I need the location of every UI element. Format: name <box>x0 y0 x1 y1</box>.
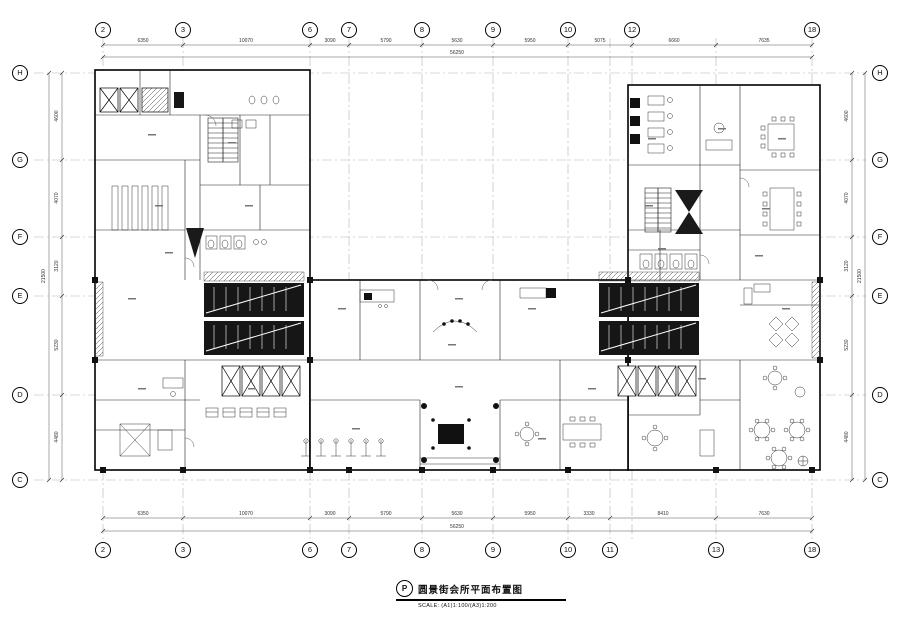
dimension-label: 5075 <box>594 38 606 44</box>
grid-column-marker-top: 7 <box>341 22 357 38</box>
dimension-label: 3090 <box>324 38 336 44</box>
dimension-total-label: 56250 <box>450 50 464 56</box>
dimension-label: 6350 <box>137 38 149 44</box>
title-row: P 圆景街会所平面布置图 <box>396 580 566 601</box>
dimension-total-label: 21500 <box>41 269 47 283</box>
dimension-label: 5950 <box>524 511 536 517</box>
grid-row-marker-right: F <box>872 229 888 245</box>
grid-column-marker-top: 3 <box>175 22 191 38</box>
dimension-label: 3120 <box>54 260 60 272</box>
escalator-core-right <box>598 271 700 355</box>
grid-column-marker-bottom: 2 <box>95 542 111 558</box>
dimension-label: 8410 <box>657 511 669 517</box>
dimension-label: 6350 <box>137 511 149 517</box>
dimension-label: 4600 <box>54 110 60 122</box>
grid-column-marker-top: 2 <box>95 22 111 38</box>
grid-row-marker-left: E <box>12 288 28 304</box>
grid-row-marker-right: H <box>872 65 888 81</box>
grid-row-marker-right: D <box>872 387 888 403</box>
grid-row-marker-right: G <box>872 152 888 168</box>
grid-column-marker-top: 9 <box>485 22 501 38</box>
stair-left <box>186 117 239 258</box>
elevator-top-left <box>99 87 184 113</box>
grid-column-marker-bottom: 6 <box>302 542 318 558</box>
grid-column-marker-bottom: 10 <box>560 542 576 558</box>
dimension-lines <box>46 42 868 534</box>
grid-row-marker-left: H <box>12 65 28 81</box>
grid-column-marker-top: 12 <box>624 22 640 38</box>
dimension-label: 3090 <box>324 511 336 517</box>
grid-column-marker-bottom: 11 <box>602 542 618 558</box>
grid-row-marker-left: F <box>12 229 28 245</box>
dimension-label: 5630 <box>451 38 463 44</box>
grid-row-marker-right: C <box>872 472 888 488</box>
elevator-bank-right <box>617 365 697 397</box>
building-walls <box>94 69 821 471</box>
grid-column-marker-bottom: 13 <box>708 542 724 558</box>
dimension-label: 3330 <box>583 511 595 517</box>
dimension-label: 4070 <box>54 192 60 204</box>
stair-right <box>644 187 703 234</box>
grid-column-marker-top: 8 <box>414 22 430 38</box>
dimension-label: 3120 <box>844 260 850 272</box>
grid-column-marker-bottom: 9 <box>485 542 501 558</box>
door-swings <box>184 114 750 448</box>
dimension-label: 7635 <box>758 38 770 44</box>
grid-column-marker-top: 6 <box>302 22 318 38</box>
dimension-total-label: 56250 <box>450 524 464 530</box>
hatched-wall-left <box>94 281 104 357</box>
dimension-label: 5950 <box>524 38 536 44</box>
room-label-marks <box>128 128 790 440</box>
dimension-label: 5790 <box>380 511 392 517</box>
grid-column-marker-bottom: 7 <box>341 542 357 558</box>
dimension-label: 4480 <box>844 431 850 443</box>
dimension-label: 5790 <box>380 38 392 44</box>
dimension-label: 4070 <box>844 192 850 204</box>
grid-row-marker-left: C <box>12 472 28 488</box>
grid-row-marker-left: G <box>12 152 28 168</box>
furniture <box>111 95 811 470</box>
drawing-title: 圆景街会所平面布置图 <box>418 584 524 596</box>
grid-column-marker-bottom: 18 <box>804 542 820 558</box>
hatched-wall-right <box>811 281 821 359</box>
dimension-label: 5630 <box>451 511 463 517</box>
grid-column-marker-top: 10 <box>560 22 576 38</box>
dimension-label: 10070 <box>239 511 253 517</box>
grid-column-marker-top: 18 <box>804 22 820 38</box>
dimension-label: 10070 <box>239 38 253 44</box>
structural-columns <box>92 277 823 473</box>
dimension-label: 7630 <box>758 511 770 517</box>
grid-row-marker-left: D <box>12 387 28 403</box>
grid-row-marker-right: E <box>872 288 888 304</box>
grid-column-marker-bottom: 3 <box>175 542 191 558</box>
grid-column-marker-bottom: 8 <box>414 542 430 558</box>
dimension-label: 5230 <box>844 339 850 351</box>
escalator-core-left <box>203 271 305 355</box>
dimension-label: 6660 <box>668 38 680 44</box>
detail-marker: P <box>396 580 413 597</box>
title-block: P 圆景街会所平面布置图 SCALE: (A1)1:100/(A3)1:200 <box>396 580 566 609</box>
dimension-label: 5230 <box>54 339 60 351</box>
dimension-label: 4480 <box>54 431 60 443</box>
drawing-scale: SCALE: (A1)1:100/(A3)1:200 <box>418 603 497 609</box>
dimension-label: 4600 <box>844 110 850 122</box>
dimension-total-label: 21500 <box>857 269 863 283</box>
